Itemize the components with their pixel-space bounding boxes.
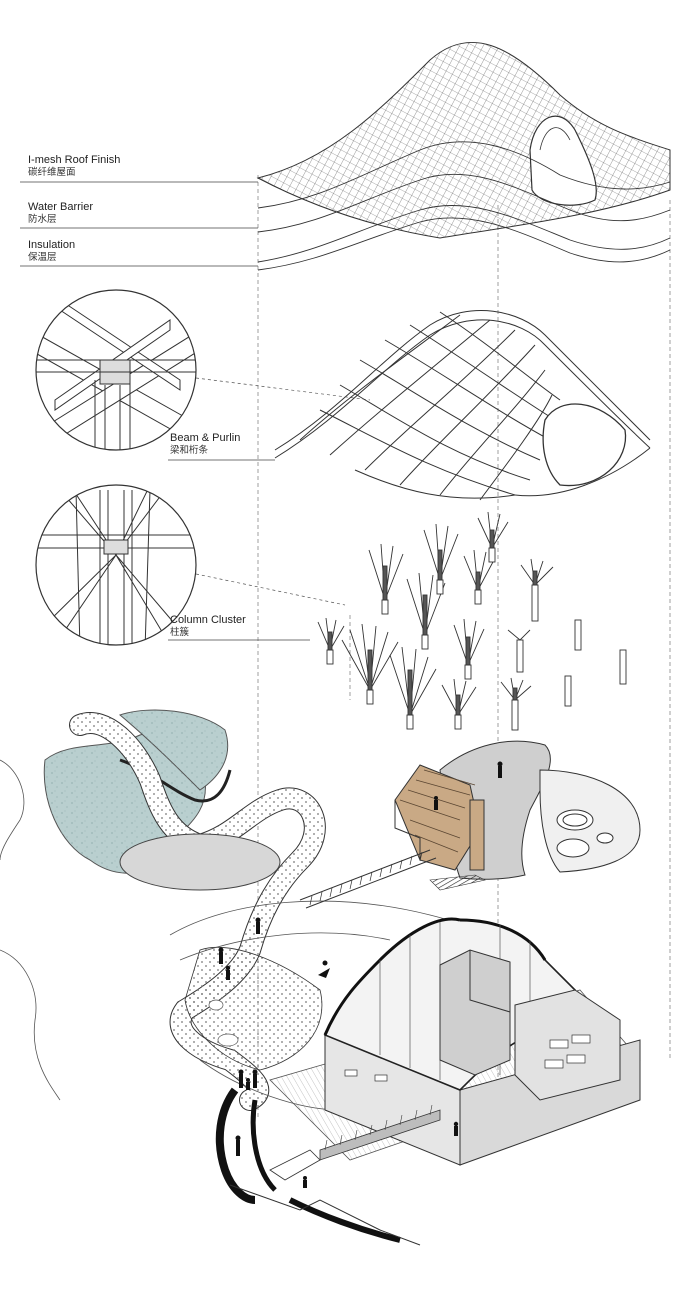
label-leaders [20, 181, 310, 641]
column-post [619, 649, 627, 685]
column-tree [368, 543, 404, 615]
tables [344, 1034, 591, 1082]
people [218, 761, 503, 1188]
main-building [269, 917, 641, 1166]
column-tree [423, 523, 459, 595]
label-en: I-mesh Roof Finish [28, 154, 121, 166]
upper-platform [299, 740, 641, 909]
column-cluster-layer [317, 511, 627, 731]
column-tree [341, 623, 399, 705]
column-tree [463, 549, 495, 605]
column-node-detail [35, 484, 197, 646]
roof-mesh-layer [256, 42, 671, 239]
label-cn: 保温层 [28, 252, 57, 264]
column-tree [507, 629, 531, 673]
column-post [574, 619, 582, 651]
person-icon [453, 1121, 459, 1136]
person-icon [238, 1069, 244, 1088]
person-icon [225, 965, 231, 980]
layer-label-insulation: Insulation 保温层 [28, 239, 75, 264]
column-tree [406, 572, 446, 650]
dotted-path [69, 712, 326, 1111]
column-tree [500, 677, 532, 731]
layer-label-water-barrier: Water Barrier 防水层 [28, 201, 93, 226]
label-cn: 碳纤维屋面 [28, 167, 76, 179]
column-tree [441, 678, 477, 730]
label-cn: 防水层 [28, 214, 57, 226]
person-icon [246, 1078, 250, 1090]
detail-leaders [195, 377, 371, 606]
label-en: Water Barrier [28, 201, 93, 213]
label-cn: 梁和桁条 [170, 445, 209, 457]
water-barrier-layer [257, 141, 671, 233]
person-icon [255, 917, 261, 934]
column-tree [317, 617, 345, 665]
column-tree [520, 558, 554, 622]
column-tree [389, 646, 437, 730]
beam-purlin-layer [274, 310, 651, 501]
person-icon [252, 1069, 258, 1088]
insulation-layer [257, 205, 671, 271]
pond [43, 709, 229, 874]
layer-label-beam-purlin: Beam & Purlin 梁和桁条 [170, 432, 240, 457]
beam-joint-detail [35, 289, 197, 451]
person-icon [303, 1176, 307, 1188]
foreground-walls [215, 1087, 421, 1246]
person-icon [235, 1135, 241, 1156]
label-cn: 柱簇 [170, 627, 190, 639]
person-icon [434, 796, 438, 810]
column-tree [453, 618, 485, 680]
label-en: Column Cluster [170, 614, 246, 626]
person-icon [218, 947, 224, 964]
layer-label-column-cluster: Column Cluster 柱簇 [170, 614, 246, 639]
column-tree [477, 511, 509, 563]
label-en: Insulation [28, 239, 76, 251]
label-en: Beam & Purlin [170, 432, 241, 444]
column-post [564, 675, 572, 707]
layer-label-roof-finish: I-mesh Roof Finish 碳纤维屋面 [28, 154, 120, 179]
person-icon [497, 761, 503, 778]
person-icon [318, 960, 330, 978]
